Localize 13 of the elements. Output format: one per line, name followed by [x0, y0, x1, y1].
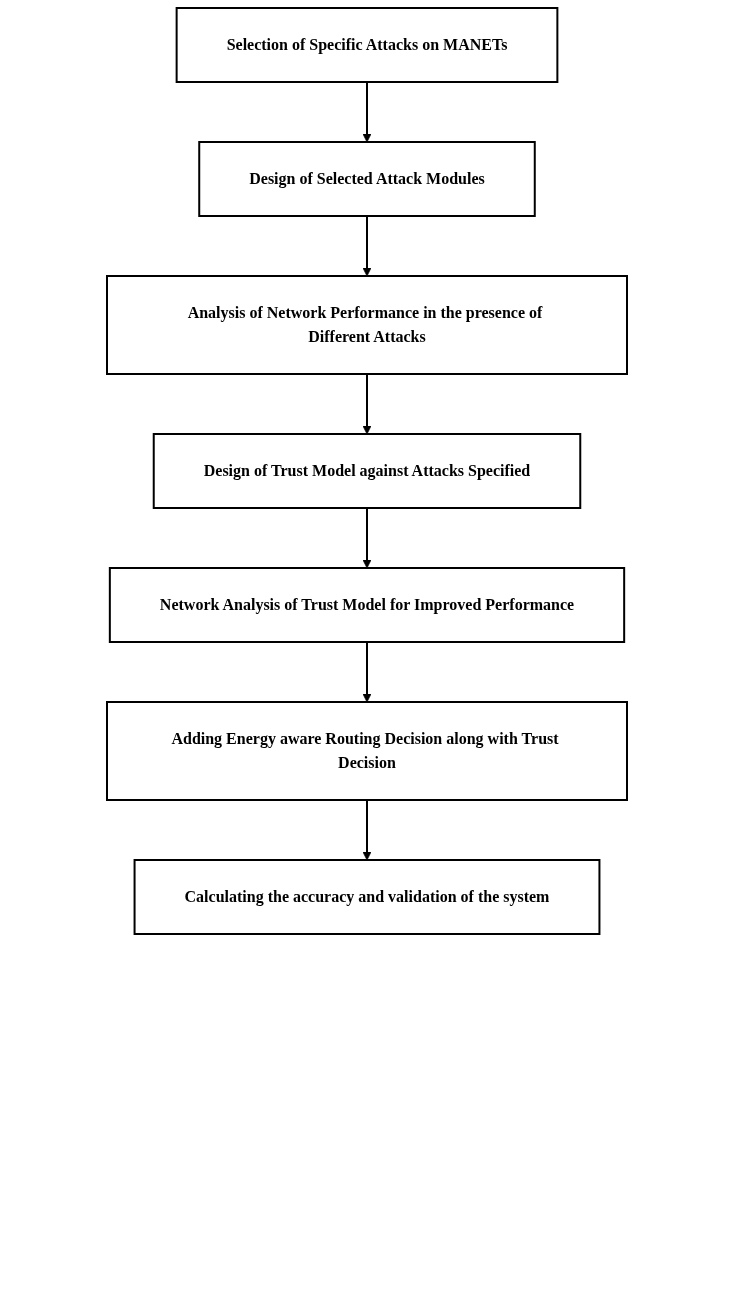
arrow	[362, 373, 371, 435]
node-box: Design of Trust Model against Attacks Specified	[152, 433, 581, 509]
node-box: Analysis of Network Performance in the presence of Different Attacks	[105, 275, 628, 375]
arrow	[362, 799, 371, 861]
node-box: Calculating the accuracy and validation of the system	[133, 859, 600, 935]
arrow	[362, 641, 371, 703]
node-box: Selection of Specific Attacks on MANETs	[175, 7, 558, 83]
node-box: Design of Selected Attack Modules	[197, 141, 536, 217]
arrow	[362, 215, 371, 277]
arrow	[362, 507, 371, 569]
node-box: Network Analysis of Trust Model for Improved Performance	[108, 567, 625, 643]
node-box: Adding Energy aware Routing Decision along with Trust Decision	[105, 701, 628, 801]
arrow	[362, 81, 371, 143]
